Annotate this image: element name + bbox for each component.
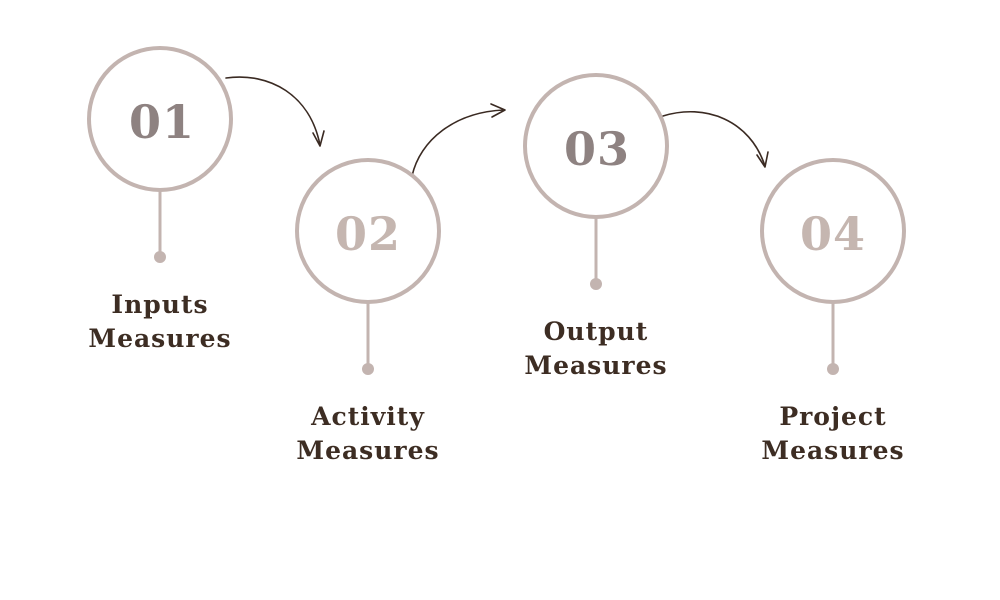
step-label: Measures (761, 436, 904, 465)
step-01: 01 Inputs Measures (87, 46, 233, 353)
arrow-head-icon (756, 151, 769, 168)
step-03: 03 Output Measures (523, 73, 669, 380)
step-dot (590, 278, 602, 290)
step-02: 02 Activity Measures (295, 158, 441, 465)
step-label: Output (544, 317, 649, 346)
step-number: 02 (335, 207, 401, 261)
step-label: Project (779, 402, 886, 431)
step-circle (87, 46, 233, 192)
step-label: Activity (310, 402, 425, 431)
step-dot (827, 363, 839, 375)
step-number: 03 (564, 122, 630, 176)
connector-01-02 (225, 76, 325, 147)
step-number: 01 (129, 95, 195, 149)
arrow-head-icon (490, 103, 506, 118)
step-label: Measures (296, 436, 439, 465)
step-label: Inputs (111, 290, 208, 319)
connector-03-04 (662, 111, 769, 168)
step-circle (760, 158, 906, 304)
step-label: Measures (524, 351, 667, 380)
connector-02-03 (411, 103, 506, 177)
step-dot (362, 363, 374, 375)
step-number: 04 (800, 207, 866, 261)
step-circle (523, 73, 669, 219)
step-circle (295, 158, 441, 304)
arrow-head-icon (312, 130, 325, 147)
step-label: Measures (88, 324, 231, 353)
step-dot (154, 251, 166, 263)
step-04: 04 Project Measures (760, 158, 906, 465)
